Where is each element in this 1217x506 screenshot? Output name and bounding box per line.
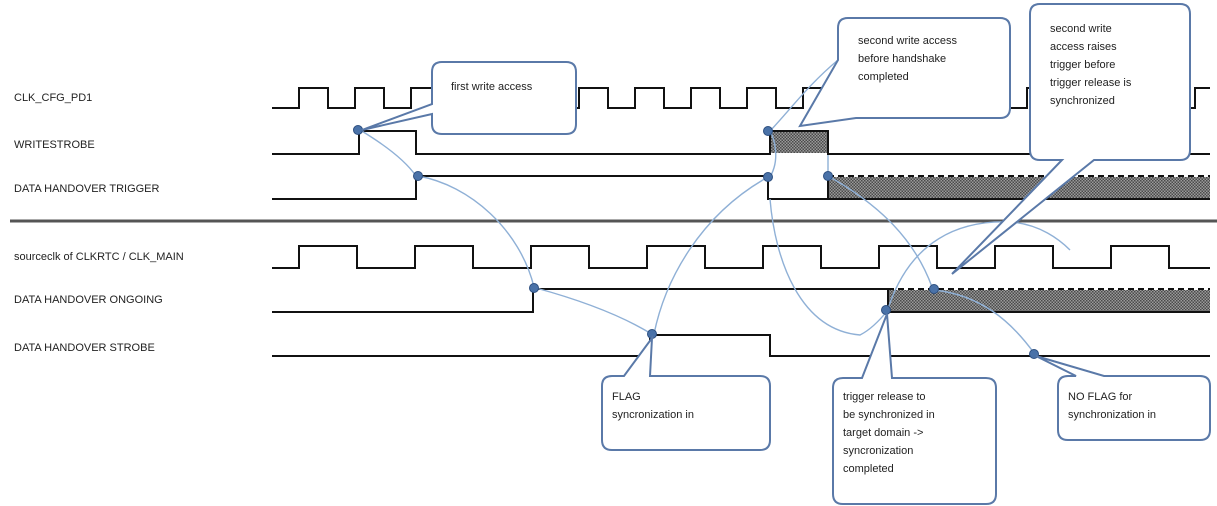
svg-text:trigger release is: trigger release is [1050,77,1132,89]
signal-label-sourceclk: sourceclk of CLKRTC / CLK_MAIN [14,251,184,263]
marker-first-write [353,125,363,135]
svg-text:trigger release to: trigger release to [843,391,926,403]
marker-trigger-reraise [823,171,833,181]
signal-label-handover-trigger: DATA HANDOVER TRIGGER [14,183,160,195]
marker-trigger-rise [413,171,423,181]
svg-text:be synchronized in: be synchronized in [843,409,935,421]
writestrobe-hatched-pulse [771,132,827,153]
trigger-hatched-region [829,177,1210,198]
marker-trigger-release [763,172,773,182]
waveform-sourceclk [272,245,1210,269]
svg-text:FLAG: FLAG [612,391,641,403]
marker-ongoing-hatched [929,284,939,294]
signal-label-handover-strobe: DATA HANDOVER STROBE [14,342,155,354]
ongoing-hatched-region [889,290,1210,311]
callout-flag-sync: FLAG syncronization in [601,334,771,451]
signal-label-handover-ongoing: DATA HANDOVER ONGOING [14,294,163,306]
signal-label-clk-cfg-pd1: CLK_CFG_PD1 [14,92,92,104]
svg-text:first write access: first write access [451,81,533,93]
svg-text:NO FLAG for: NO FLAG for [1068,391,1133,403]
waveform-handover-strobe [272,334,1210,357]
event-markers [353,125,1039,359]
signal-label-writestrobe: WRITESTROBE [14,139,95,151]
svg-text:synchronized: synchronized [1050,95,1115,107]
svg-text:second write: second write [1050,23,1112,35]
svg-text:completed: completed [843,463,894,475]
svg-text:syncronization in: syncronization in [612,409,694,421]
waveform-writestrobe [272,130,1210,155]
svg-text:before handshake: before handshake [858,53,946,65]
svg-text:second write access: second write access [858,35,958,47]
callout-release-sync: trigger release to be synchronized in ta… [832,313,997,505]
marker-second-write [763,126,773,136]
callout-no-flag: NO FLAG for synchronization in [1035,355,1211,441]
svg-text:synchronization in: synchronization in [1068,409,1156,421]
svg-text:access raises: access raises [1050,41,1117,53]
waveform-handover-trigger [272,175,829,200]
causality-arrows [359,59,1071,354]
callout-raises-trigger: second write access raises trigger befor… [951,3,1191,275]
svg-text:trigger before: trigger before [1050,59,1115,71]
marker-ongoing-fall [881,305,891,315]
marker-ongoing-rise [529,283,539,293]
svg-text:completed: completed [858,71,909,83]
waveform-handover-ongoing [272,288,889,313]
svg-text:target domain ->: target domain -> [843,427,923,439]
svg-text:syncronization: syncronization [843,445,913,457]
callout-second-write: second write access before handshake com… [798,17,1011,128]
callout-first-write: first write access [361,61,577,135]
